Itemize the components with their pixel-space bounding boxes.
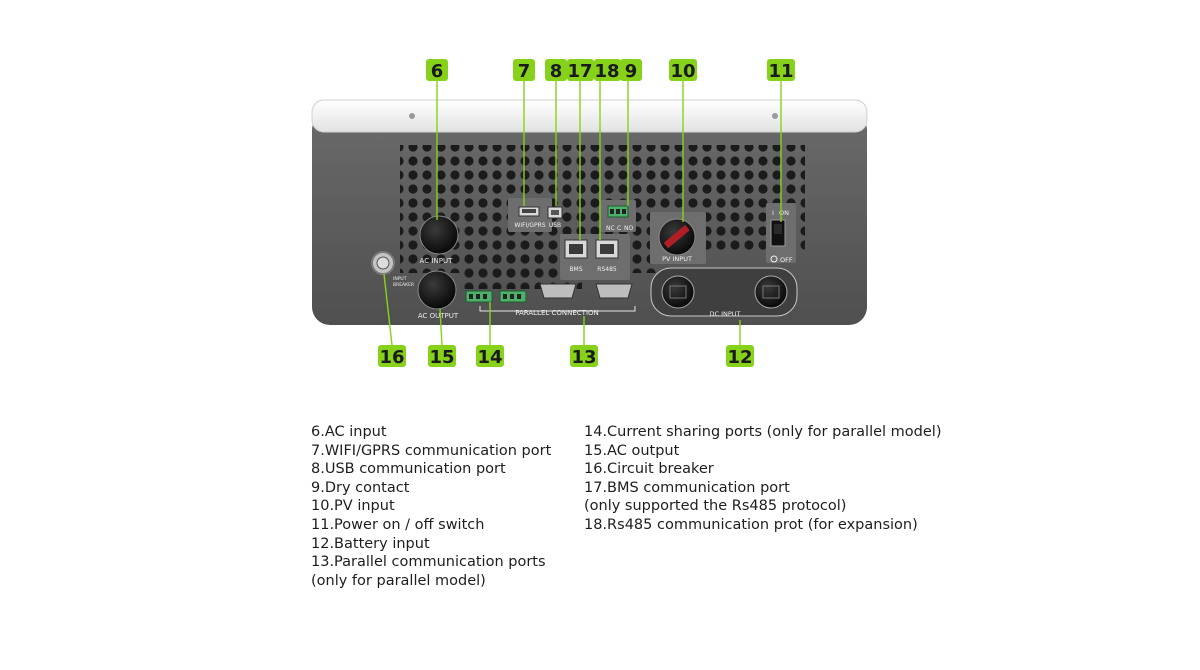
callout-badges: 6 7 8 17 18 9 10 11 16 15 14 13 12 <box>378 59 795 368</box>
callout-6: 6 <box>426 59 448 82</box>
legend-left: 6.AC input 7.WIFI/GPRS communication por… <box>311 423 551 590</box>
callout-10: 10 <box>669 59 697 82</box>
pv-input-connector: PV INPUT <box>658 218 696 263</box>
callout-7: 7 <box>513 59 535 82</box>
svg-text:11: 11 <box>768 61 793 82</box>
current-sharing-terminals <box>465 290 527 303</box>
legend-item: 13.Parallel communication ports <box>311 554 546 571</box>
svg-text:8: 8 <box>550 61 563 82</box>
svg-text:12: 12 <box>727 347 752 368</box>
svg-text:RS485: RS485 <box>597 266 617 273</box>
power-switch: I ON OFF <box>770 209 793 264</box>
legend-item: 8.USB communication port <box>311 461 506 478</box>
legend-item: 9.Dry contact <box>311 479 410 496</box>
rs485-port: RS485 <box>595 239 619 273</box>
callout-14: 14 <box>476 345 504 368</box>
legend-item: 14.Current sharing ports (only for paral… <box>584 424 942 440</box>
dc-input-connectors: DC INPUT <box>650 267 798 318</box>
legend-item: 16.Circuit breaker <box>584 461 714 478</box>
svg-text:BREAKER: BREAKER <box>393 282 414 288</box>
legend-item: 6.AC input <box>311 424 387 440</box>
svg-text:16: 16 <box>379 347 404 368</box>
svg-text:DC INPUT: DC INPUT <box>709 310 740 318</box>
callout-12: 12 <box>726 345 754 368</box>
svg-text:AC INPUT: AC INPUT <box>420 257 453 265</box>
legend-item: (only supported the Rs485 protocol) <box>584 498 847 515</box>
legend-item: (only for parallel model) <box>311 572 486 589</box>
svg-text:15: 15 <box>429 347 454 368</box>
svg-text:I: I <box>772 209 774 217</box>
svg-text:9: 9 <box>625 61 638 82</box>
legend-item: 15.AC output <box>584 442 680 459</box>
parallel-comm-ports: PARALLEL CONNECTION <box>479 283 636 317</box>
svg-text:13: 13 <box>571 347 596 368</box>
inverter-diagram: AC INPUT AC OUTPUT INPUT BREAKER WIFI/GP… <box>311 59 868 368</box>
svg-text:PV INPUT: PV INPUT <box>662 255 692 263</box>
svg-text:C: C <box>617 225 621 232</box>
svg-text:NC: NC <box>606 225 615 232</box>
svg-text:AC OUTPUT: AC OUTPUT <box>418 312 459 320</box>
legend-item: 17.BMS communication port <box>584 479 790 496</box>
callout-9: 9 <box>620 59 642 82</box>
legend-item: 10.PV input <box>311 498 395 515</box>
callout-18: 18 <box>594 59 621 82</box>
svg-text:ON: ON <box>779 209 789 217</box>
svg-text:OFF: OFF <box>780 256 793 264</box>
svg-text:18: 18 <box>594 61 619 82</box>
legend-right: 14.Current sharing ports (only for paral… <box>584 423 941 535</box>
legend-item: 18.Rs485 communication prot (for expansi… <box>584 516 918 533</box>
svg-text:INPUT: INPUT <box>393 276 407 282</box>
callout-13: 13 <box>570 345 598 368</box>
usb-port: USB <box>547 206 563 229</box>
callout-15: 15 <box>428 345 456 368</box>
svg-text:NO: NO <box>624 225 633 232</box>
callout-8: 8 <box>545 59 567 82</box>
leader-lines <box>383 80 782 346</box>
callout-17: 17 <box>567 59 594 82</box>
bms-port: BMS <box>564 239 588 273</box>
circuit-breaker: INPUT BREAKER <box>371 251 414 288</box>
legend-item: 11.Power on / off switch <box>311 516 485 533</box>
dry-contact-terminal: NC C NO <box>606 205 633 232</box>
svg-text:7: 7 <box>518 61 531 82</box>
svg-text:PARALLEL CONNECTION: PARALLEL CONNECTION <box>515 309 599 317</box>
legend-item: 12.Battery input <box>311 535 430 552</box>
svg-text:6: 6 <box>431 61 444 82</box>
legend-item: 7.WIFI/GPRS communication port <box>311 442 552 459</box>
svg-text:14: 14 <box>477 347 502 368</box>
svg-text:BMS: BMS <box>569 266 582 273</box>
svg-text:17: 17 <box>567 61 592 82</box>
svg-text:WIFI/GPRS: WIFI/GPRS <box>514 222 545 229</box>
callout-11: 11 <box>767 59 795 82</box>
callout-16: 16 <box>378 345 406 368</box>
svg-text:USB: USB <box>549 222 561 229</box>
ac-output-connector: AC OUTPUT <box>417 270 459 320</box>
wifi-gprs-port: WIFI/GPRS <box>514 206 546 229</box>
ac-input-connector: AC INPUT <box>419 215 459 265</box>
svg-text:10: 10 <box>670 61 695 82</box>
